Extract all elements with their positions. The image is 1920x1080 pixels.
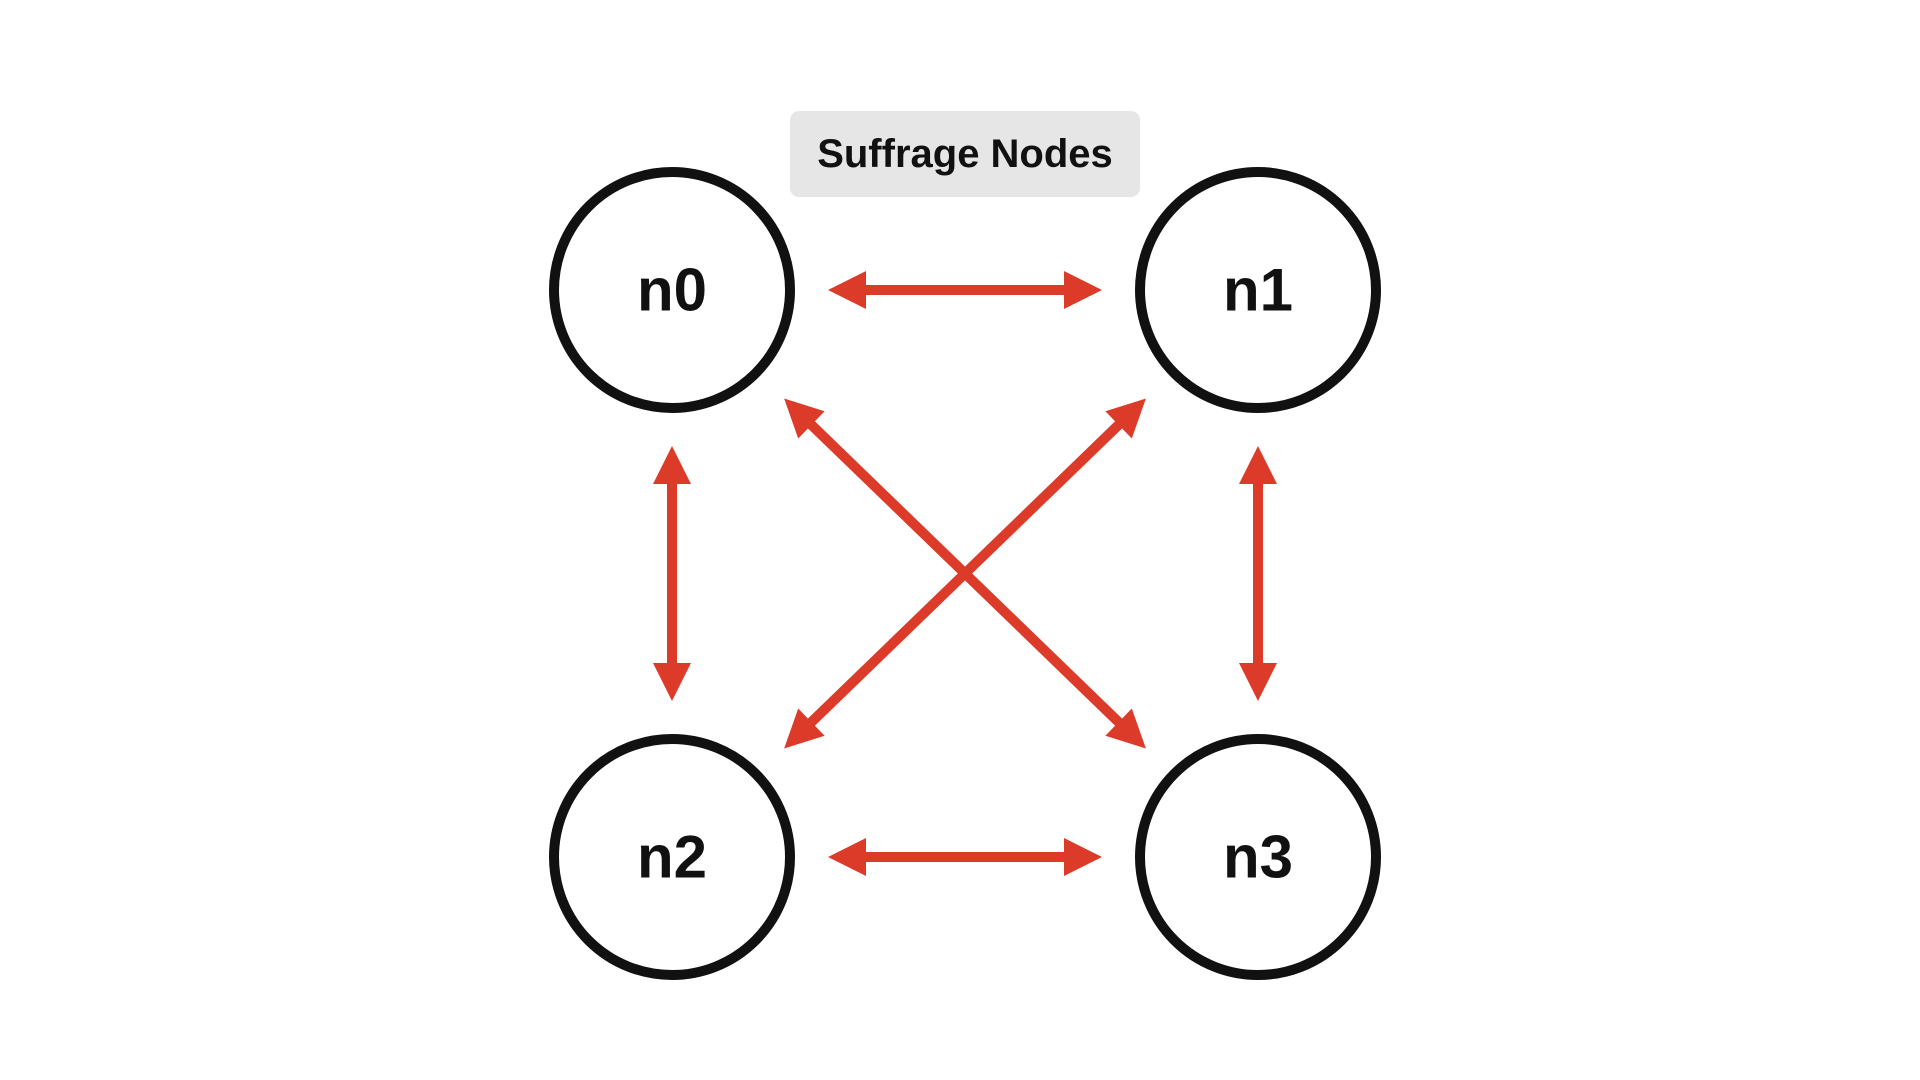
node-label-n1: n1	[1223, 257, 1293, 324]
edge-n2-n3	[828, 838, 1102, 876]
arrowhead-n2	[653, 663, 691, 701]
node-n1: n1	[1135, 167, 1381, 413]
node-circle-n0	[549, 167, 795, 413]
arrowhead-n0	[653, 446, 691, 484]
node-n2: n2	[549, 734, 795, 980]
node-label-n2: n2	[637, 824, 707, 891]
diagram-title: Suffrage Nodes	[817, 131, 1113, 176]
title-box: Suffrage Nodes	[790, 111, 1140, 197]
arrowhead-n3	[1239, 663, 1277, 701]
node-label-n0: n0	[637, 257, 707, 324]
arrowhead-n1	[1239, 446, 1277, 484]
arrowhead-n1	[1064, 271, 1102, 309]
arrowhead-n3	[1064, 838, 1102, 876]
node-n3: n3	[1135, 734, 1381, 980]
arrowhead-n3	[1105, 708, 1146, 749]
arrowhead-n2	[828, 838, 866, 876]
arrowhead-n1	[1105, 398, 1146, 439]
node-label-n3: n3	[1223, 824, 1293, 891]
arrowhead-n2	[784, 708, 825, 749]
edge-n0-n2	[653, 446, 691, 701]
node-circle-n1	[1135, 167, 1381, 413]
arrowhead-n0	[784, 398, 825, 439]
node-circle-n2	[549, 734, 795, 980]
node-circle-n3	[1135, 734, 1381, 980]
arrowhead-n0	[828, 271, 866, 309]
edge-n1-n3	[1239, 446, 1277, 701]
edge-line-n1-n2	[806, 419, 1124, 728]
node-n0: n0	[549, 167, 795, 413]
nodes-layer: n0 n1 n2 n3	[549, 167, 1381, 980]
edges-layer	[653, 271, 1277, 876]
edge-n0-n1	[828, 271, 1102, 309]
edge-n1-n2	[784, 398, 1146, 749]
